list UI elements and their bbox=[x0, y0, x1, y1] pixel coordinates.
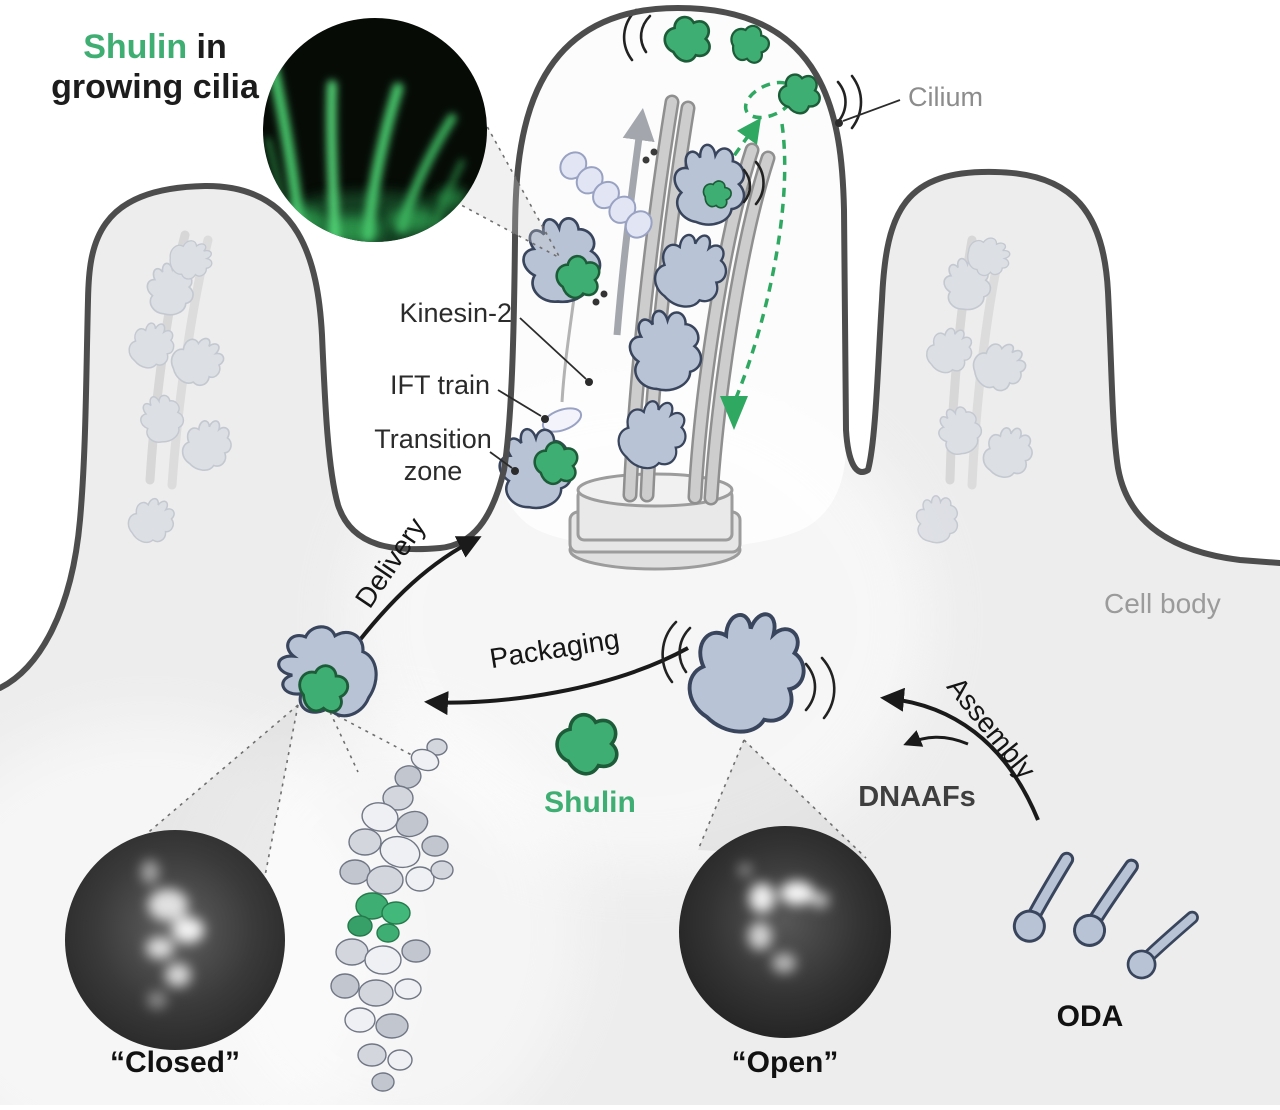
title-highlight: Shulin bbox=[83, 28, 187, 66]
oda-precursors bbox=[1012, 851, 1199, 980]
transport-track bbox=[560, 297, 576, 403]
closed-state-label: “Closed” bbox=[110, 1046, 240, 1079]
assembly-arrow bbox=[880, 687, 1040, 821]
closed-em-inset bbox=[65, 830, 285, 1050]
ift-train-transition bbox=[541, 407, 583, 433]
zoom-cone-structure bbox=[329, 711, 426, 773]
open-state-label: “Open” bbox=[732, 1046, 839, 1079]
open-oda-molecule bbox=[661, 603, 836, 742]
fluorescence-inset bbox=[263, 18, 487, 242]
callout-ift-train: IFT train bbox=[390, 370, 549, 423]
callout-transition-zone: Transition zone bbox=[374, 424, 519, 486]
open-em-inset bbox=[679, 826, 891, 1038]
cell-body-label: Cell body bbox=[1104, 588, 1221, 619]
left-ghost-cilium-axoneme bbox=[122, 230, 236, 552]
recycling-arrowhead bbox=[720, 396, 748, 430]
delivery-arrow bbox=[350, 536, 482, 652]
callout-kinesin: Kinesin-2 bbox=[399, 298, 593, 386]
cell-membrane-outline bbox=[0, 5, 1280, 691]
assembly-arrow-small bbox=[903, 730, 969, 747]
oda-label: ODA bbox=[1057, 1000, 1124, 1033]
transition-zone-label-1: Transition bbox=[374, 424, 492, 454]
figure-title-line1: Shulin in bbox=[83, 28, 227, 66]
title-rest: in bbox=[187, 28, 227, 66]
ift-train-upper bbox=[559, 151, 653, 239]
figure-title-line2: growing cilia bbox=[51, 68, 260, 106]
kinesin-motor-dot bbox=[642, 156, 650, 164]
shulin-label: Shulin bbox=[544, 786, 636, 819]
kinesin-label: Kinesin-2 bbox=[399, 298, 512, 328]
right-ghost-cilium-axoneme bbox=[909, 230, 1038, 548]
zoom-cone-open bbox=[697, 739, 867, 859]
dnaafs-label: DNAAFs bbox=[858, 781, 976, 813]
cilium-label: Cilium bbox=[908, 82, 983, 112]
kinesin-motor-dot bbox=[650, 148, 658, 156]
cryoem-structure-3d bbox=[330, 738, 454, 1092]
ift-train-label: IFT train bbox=[390, 370, 490, 400]
transition-zone-label-2: zone bbox=[404, 456, 463, 486]
ift-cargo-membrane bbox=[505, 203, 617, 317]
callout-cilium: Cilium bbox=[835, 82, 983, 127]
packaging-arrow bbox=[424, 646, 689, 716]
